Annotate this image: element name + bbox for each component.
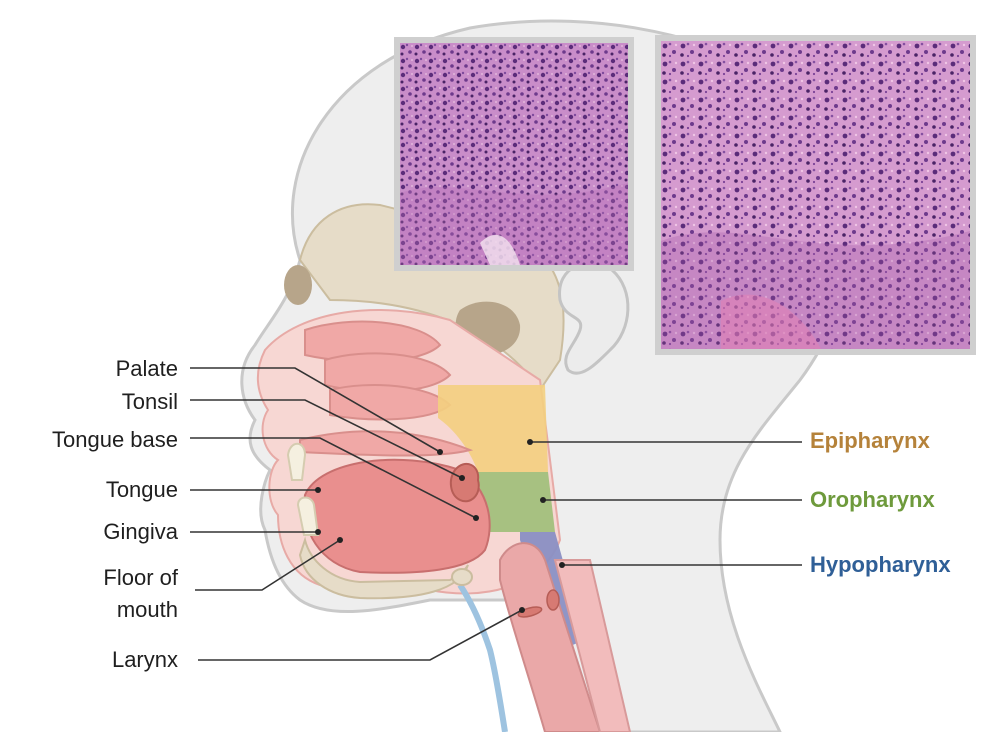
label-tongue: Tongue: [60, 478, 178, 502]
label-larynx: Larynx: [60, 648, 178, 672]
label-tonsil: Tonsil: [60, 390, 178, 414]
label-hypopharynx: Hypopharynx: [810, 553, 951, 577]
upper-teeth: [288, 444, 305, 480]
dot-floor-of-mouth: [337, 537, 343, 543]
frontal-sinus: [284, 265, 312, 305]
dot-palate: [437, 449, 443, 455]
histology-image-2-texture: [661, 41, 970, 349]
dot-oropharynx: [540, 497, 546, 503]
label-floor-of-mouth-line2: mouth: [60, 598, 178, 622]
leader-larynx: [198, 610, 522, 660]
arytenoid: [547, 590, 559, 610]
histology-image-1: [394, 37, 634, 271]
histology-image-2: [655, 35, 976, 355]
histology-image-1-texture: [400, 43, 628, 265]
cervical-nerves: [460, 585, 505, 732]
label-epipharynx: Epipharynx: [810, 429, 930, 453]
label-palate: Palate: [60, 357, 178, 381]
tonsil-shape: [451, 464, 479, 501]
dot-larynx: [519, 607, 525, 613]
hyoid-bone: [452, 569, 472, 585]
label-tongue-base: Tongue base: [0, 428, 178, 452]
dot-gingiva: [315, 529, 321, 535]
label-gingiva: Gingiva: [60, 520, 178, 544]
label-floor-of-mouth-line1: Floor of: [60, 566, 178, 590]
dot-tonsil: [459, 475, 465, 481]
dot-tongue-base: [473, 515, 479, 521]
label-oropharynx: Oropharynx: [810, 488, 935, 512]
dot-epipharynx: [527, 439, 533, 445]
dot-tongue: [315, 487, 321, 493]
dot-hypopharynx: [559, 562, 565, 568]
